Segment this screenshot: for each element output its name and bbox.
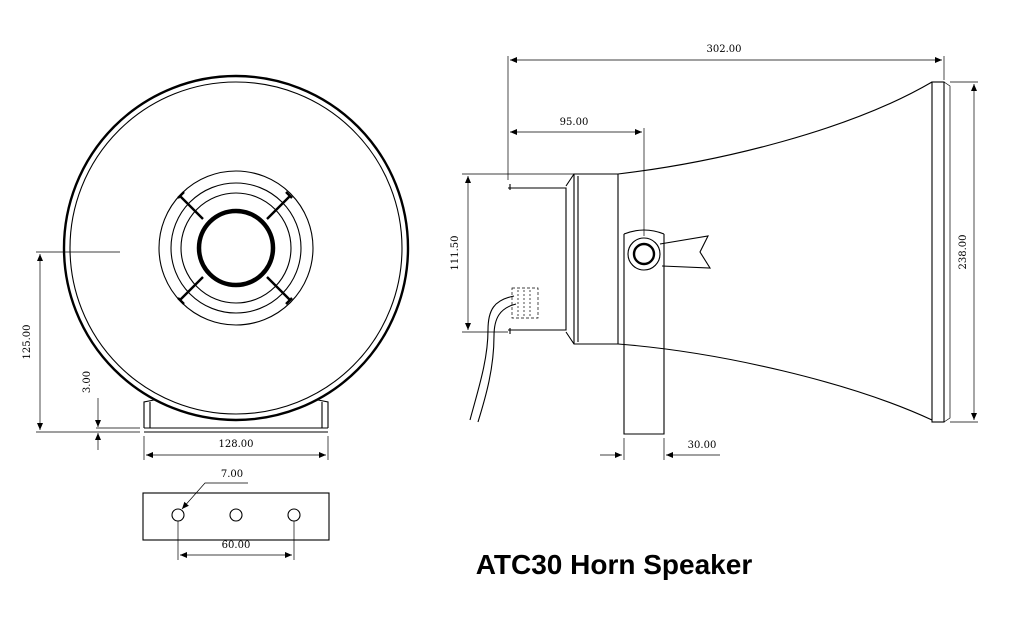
front-view-dimensions: 125.00 3.00 128.00 (22, 251, 329, 460)
bracket-plate (142, 492, 330, 541)
dim-bracket-height: 125.00 (22, 325, 33, 360)
drawing-title: ATC30 Horn Speaker (476, 549, 753, 580)
mount-hole-left (171, 508, 185, 522)
dim-driver-depth: 95.00 (560, 117, 589, 128)
throat-opening (196, 208, 276, 288)
driver-back-cap (508, 187, 567, 331)
bracket-plate-view: 60.00 7.00 (142, 469, 330, 560)
dim-overall-length: 302.00 (707, 44, 742, 55)
bracket-right-leg (317, 399, 329, 428)
bracket-left-leg (143, 399, 155, 428)
dim-hole-spacing: 60.00 (222, 540, 251, 551)
dim-bracket-thickness: 3.00 (82, 371, 93, 393)
mouth-outer-rim (62, 74, 410, 422)
side-view-dimensions: 302.00 95.00 111.50 238.00 30.00 (450, 44, 978, 460)
dim-bracket-arm-width: 30.00 (688, 440, 717, 451)
driver-ring-inner (180, 192, 292, 304)
bracket-strap (659, 235, 712, 269)
dim-mouth-diameter: 238.00 (958, 235, 969, 270)
mount-hole-right (287, 508, 301, 522)
horn-top-flare (617, 81, 933, 175)
mouth-inner-rim (69, 81, 403, 415)
pivot-knob-outer (627, 237, 661, 271)
mounting-clips (177, 191, 293, 305)
driver-ring-mid (170, 182, 302, 314)
dim-bracket-width: 128.00 (219, 439, 254, 450)
driver-housing (565, 173, 619, 345)
bracket-base (144, 427, 328, 433)
side-view (469, 81, 951, 435)
front-view (62, 74, 410, 433)
dim-driver-height: 111.50 (450, 236, 461, 271)
driver-ring-outer (158, 170, 314, 326)
cable (469, 295, 517, 423)
bracket-arm (623, 234, 665, 435)
pivot-knob-inner (632, 242, 656, 266)
horn-bottom-flare (617, 343, 933, 421)
dim-hole-diameter: 7.00 (221, 469, 243, 480)
cable-gland (511, 287, 539, 319)
horn-mouth-flange (931, 81, 945, 423)
mount-hole-center (229, 508, 243, 522)
